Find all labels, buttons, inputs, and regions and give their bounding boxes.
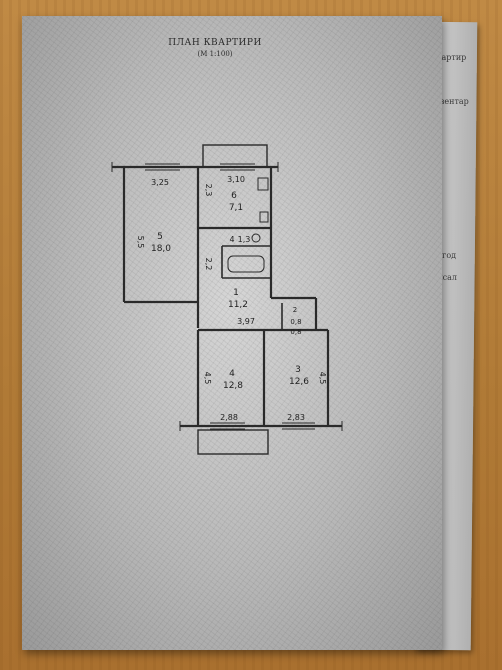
- walls: [112, 144, 342, 455]
- room-number: 4: [229, 235, 234, 244]
- stove-icon: [257, 177, 269, 191]
- background-document-line: погод: [432, 251, 457, 260]
- dimension-label: 3,10: [227, 175, 245, 184]
- paper-texture: [22, 16, 442, 650]
- plan-scale: (М 1:100): [197, 50, 233, 58]
- room-area: 12,8: [223, 381, 243, 391]
- balcony-bottom: [197, 429, 269, 455]
- dimension-label: 4,5: [318, 372, 327, 385]
- dimension-label: 2,83: [287, 413, 305, 422]
- room-number: 3: [295, 365, 301, 375]
- room-number: 2: [293, 306, 297, 314]
- windows: [145, 163, 315, 430]
- dimension-label: 0,8: [290, 328, 301, 336]
- room-area: 7,1: [229, 203, 243, 213]
- room-number: 5: [157, 232, 163, 242]
- room-number: 1: [233, 288, 239, 298]
- plan-title: ПЛАН КВАРТИРИ: [168, 38, 262, 48]
- room-area: 12,6: [289, 377, 309, 387]
- bathtub-icon: [227, 255, 265, 273]
- room-area: 18,0: [151, 244, 171, 254]
- room-number: 6: [231, 191, 237, 201]
- dimension-label: 3,25: [151, 178, 169, 187]
- toilet-icon: [251, 233, 261, 243]
- room-area: 1,3: [238, 235, 251, 244]
- dimension-label: 5,5: [136, 236, 145, 249]
- dimension-ticks: [111, 162, 343, 431]
- sink-icon: [259, 211, 269, 223]
- room-number: 4: [229, 369, 235, 379]
- room-area: 11,2: [228, 300, 248, 310]
- background-document-line: інвентар: [432, 97, 469, 106]
- dimension-label: 2,3: [204, 184, 213, 197]
- dimension-label: 2,2: [204, 258, 213, 271]
- room-area: 0,8: [290, 318, 301, 326]
- dimension-label: 2,88: [220, 413, 238, 422]
- dimension-label: 4,5: [203, 372, 212, 385]
- dimension-label: 3,97: [237, 317, 255, 326]
- balcony-top: [202, 144, 268, 168]
- floor-plan-sheet: [22, 16, 442, 650]
- fixtures: [227, 177, 269, 273]
- background-document-line: квартир: [432, 53, 467, 62]
- background-document-line: писал: [432, 273, 457, 282]
